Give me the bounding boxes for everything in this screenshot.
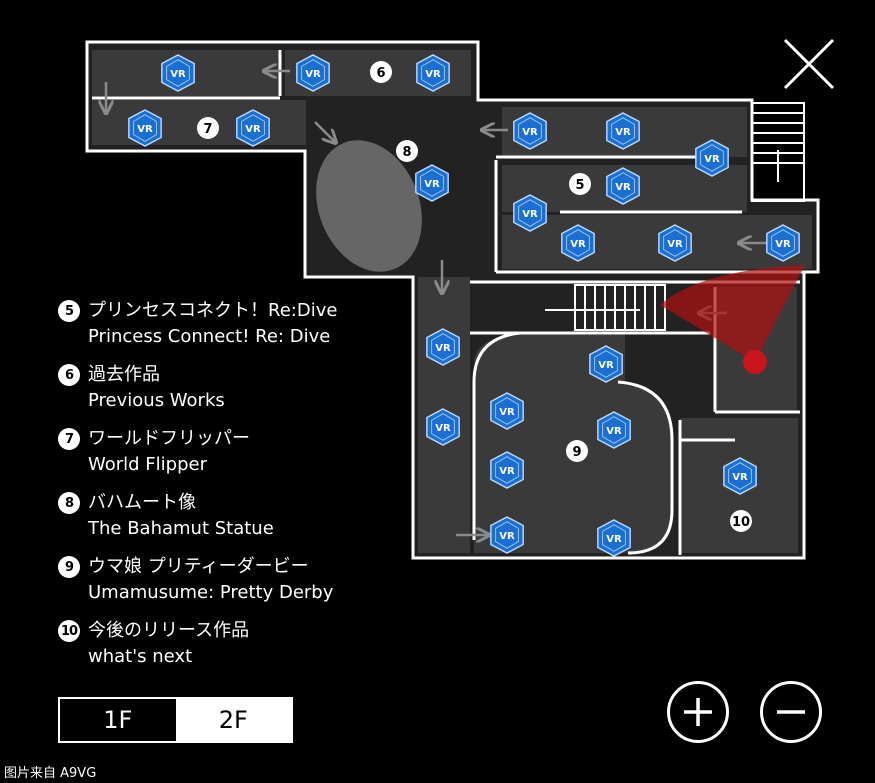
legend-item: 8 バハムート像 The Bahamut Statue xyxy=(58,490,398,542)
svg-text:VR: VR xyxy=(775,239,791,250)
svg-text:VR: VR xyxy=(522,209,538,220)
legend-jp: ウマ娘 プリティーダービー xyxy=(88,556,309,577)
svg-text:VR: VR xyxy=(615,182,631,193)
area-badge: 9 xyxy=(58,556,80,578)
vr-spot-icon[interactable]: VR xyxy=(490,451,524,489)
legend-jp: 過去作品 xyxy=(88,364,160,385)
vr-spot-icon[interactable]: VR xyxy=(426,408,460,446)
zoom-out-button[interactable] xyxy=(760,681,822,743)
area-badge: 8 xyxy=(58,492,80,514)
svg-text:VR: VR xyxy=(424,179,440,190)
svg-text:VR: VR xyxy=(667,239,683,250)
svg-text:9: 9 xyxy=(572,445,581,460)
svg-text:VR: VR xyxy=(606,426,622,437)
vr-spot-icon[interactable]: VR xyxy=(490,392,524,430)
vr-spot-icon[interactable]: VR xyxy=(606,112,640,150)
area-number-marker: 9 xyxy=(566,440,588,462)
svg-text:VR: VR xyxy=(425,69,441,80)
legend: 5 プリンセスコネクト！Re:Dive Princess Connect! Re… xyxy=(58,298,398,682)
vr-spot-icon[interactable]: VR xyxy=(128,109,162,147)
legend-jp: プリンセスコネクト！Re:Dive xyxy=(88,300,338,321)
area-number-marker: 6 xyxy=(370,61,392,83)
floor-selector: 1F 2F xyxy=(58,697,293,743)
close-icon[interactable] xyxy=(783,38,835,90)
vr-spot-icon[interactable]: VR xyxy=(513,194,547,232)
view-cone xyxy=(660,265,805,362)
vr-spot-icon[interactable]: VR xyxy=(597,411,631,449)
image-credit: 图片来自 A9VG xyxy=(4,766,97,781)
area-badge: 6 xyxy=(58,364,80,386)
svg-text:VR: VR xyxy=(245,124,261,135)
vr-spot-icon[interactable]: VR xyxy=(490,516,524,554)
zoom-in-button[interactable] xyxy=(667,681,729,743)
vr-spot-icon[interactable]: VR xyxy=(415,164,449,202)
area-badge: 5 xyxy=(58,300,80,322)
svg-text:5: 5 xyxy=(575,178,584,193)
svg-text:VR: VR xyxy=(606,534,622,545)
vr-spot-icon[interactable]: VR xyxy=(723,457,757,495)
svg-text:VR: VR xyxy=(499,407,515,418)
svg-text:VR: VR xyxy=(704,154,720,165)
legend-jp: ワールドフリッパー xyxy=(88,428,250,449)
legend-item: 5 プリンセスコネクト！Re:Dive Princess Connect! Re… xyxy=(58,298,398,350)
plus-icon xyxy=(684,698,712,726)
area-number-marker: 10 xyxy=(730,510,752,532)
stairs xyxy=(545,102,805,331)
vr-spot-icon[interactable]: VR xyxy=(606,167,640,205)
area-number-marker: 5 xyxy=(569,173,591,195)
legend-en: Princess Connect! Re: Dive xyxy=(88,326,331,347)
legend-en: Umamusume: Pretty Derby xyxy=(88,582,334,603)
svg-text:10: 10 xyxy=(732,515,750,530)
legend-en: World Flipper xyxy=(88,454,207,475)
svg-text:VR: VR xyxy=(305,69,321,80)
vr-spot-icon[interactable]: VR xyxy=(426,328,460,366)
area-number-marker: 7 xyxy=(197,117,219,139)
floor-1f-button[interactable]: 1F xyxy=(60,699,176,741)
legend-item: 9 ウマ娘 プリティーダービー Umamusume: Pretty Derby xyxy=(58,554,398,606)
minus-icon xyxy=(777,710,805,714)
legend-item: 10 今後のリリース作品 what's next xyxy=(58,618,398,670)
svg-text:VR: VR xyxy=(499,466,515,477)
vr-spot-icon[interactable]: VR xyxy=(296,54,330,92)
current-location-marker xyxy=(743,350,767,374)
bahamut-statue xyxy=(316,140,422,272)
area-badge: 7 xyxy=(58,428,80,450)
area-numbers: 5 6 7 8 9 10 xyxy=(197,61,752,532)
legend-en: The Bahamut Statue xyxy=(88,518,274,539)
vr-spot-icon[interactable]: VR xyxy=(236,109,270,147)
floor-2f-button[interactable]: 2F xyxy=(175,699,291,741)
vr-spot-icon[interactable]: VR xyxy=(416,54,450,92)
vr-spot-icon[interactable]: VR xyxy=(766,224,800,262)
vr-spot-icon[interactable]: VR xyxy=(658,224,692,262)
svg-text:VR: VR xyxy=(435,343,451,354)
legend-item: 6 過去作品 Previous Works xyxy=(58,362,398,414)
svg-text:7: 7 xyxy=(203,122,212,137)
vr-spot-icon[interactable]: VR xyxy=(589,345,623,383)
vr-spot-icon[interactable]: VR xyxy=(561,224,595,262)
vr-spot-icon[interactable]: VR xyxy=(695,139,729,177)
svg-text:8: 8 xyxy=(402,145,411,160)
svg-text:VR: VR xyxy=(732,472,748,483)
svg-text:VR: VR xyxy=(435,423,451,434)
legend-jp: バハムート像 xyxy=(88,492,196,513)
vr-spot-icon[interactable]: VR xyxy=(161,54,195,92)
svg-text:VR: VR xyxy=(499,531,515,542)
svg-text:VR: VR xyxy=(615,127,631,138)
area-badge: 10 xyxy=(58,620,80,642)
legend-en: what's next xyxy=(88,646,193,667)
vr-spot-icon[interactable]: VR xyxy=(513,112,547,150)
svg-text:6: 6 xyxy=(376,66,385,81)
area-number-marker: 8 xyxy=(396,140,418,162)
svg-text:VR: VR xyxy=(570,239,586,250)
svg-text:VR: VR xyxy=(137,124,153,135)
legend-jp: 今後のリリース作品 xyxy=(88,620,250,641)
legend-en: Previous Works xyxy=(88,390,225,411)
legend-item: 7 ワールドフリッパー World Flipper xyxy=(58,426,398,478)
vr-spot-icon[interactable]: VR xyxy=(597,519,631,557)
vr-spots: VR VR VR VR VR VR VR VR VR VR VR VR VR VR VR VR VR VR VR VR… xyxy=(128,54,800,557)
svg-text:VR: VR xyxy=(598,360,614,371)
svg-text:VR: VR xyxy=(170,69,186,80)
svg-text:VR: VR xyxy=(522,127,538,138)
